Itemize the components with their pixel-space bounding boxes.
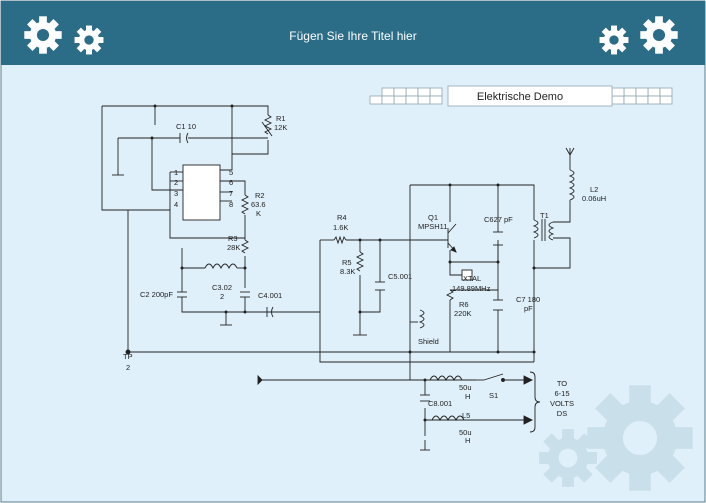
label-c8: C8.001	[428, 399, 452, 408]
label-s1: S1	[489, 391, 498, 400]
label-to: TO	[557, 379, 567, 388]
banner-stripes-left	[369, 87, 443, 105]
label-c7-name: C7 180	[516, 295, 540, 304]
label-tp-value: 2	[126, 363, 130, 372]
label-to-ds: DS	[557, 409, 567, 418]
label-r3-value: 28K	[227, 243, 240, 252]
label-r1-value: 12K	[274, 123, 287, 132]
header-bar	[1, 1, 705, 65]
ic-pin-3: 3	[174, 189, 178, 198]
label-r3-name: R3	[228, 234, 238, 243]
page-title: Fügen Sie Ihre Titel hier	[289, 29, 416, 43]
label-c2: C2 200pF	[140, 290, 173, 299]
ic-pin-6: 6	[229, 178, 233, 187]
label-l5-name: L5	[462, 411, 470, 420]
label-r4-value: 1.6K	[333, 223, 348, 232]
component-labels: C1 10 R1 12K R2 63.6 K R3 28K C2 200pF C…	[123, 114, 606, 445]
label-to-range: 6-15	[554, 389, 569, 398]
label-r4-name: R4	[337, 213, 347, 222]
label-shield: Shield	[418, 337, 439, 346]
label-c3-value: 2	[220, 292, 224, 301]
label-c5: C5.001	[388, 272, 412, 281]
label-r1-name: R1	[276, 114, 286, 123]
label-c6: C627 pF	[484, 215, 513, 224]
label-l5-value: 50u	[459, 428, 472, 437]
label-l2-value: 0.06uH	[582, 194, 606, 203]
ic-chip	[182, 164, 221, 221]
ic-pin-5: 5	[229, 168, 233, 177]
label-xtal-value: 149.89MHz	[452, 284, 491, 293]
ic-pin-4: 4	[174, 200, 178, 209]
label-c4: C4.001	[258, 291, 282, 300]
schematic-components	[112, 114, 575, 451]
label-r2-unit: K	[256, 209, 261, 218]
label-c1: C1 10	[176, 122, 196, 131]
junction-dots	[150, 104, 536, 422]
label-to-volts: VOLTS	[550, 399, 574, 408]
label-q1-value: MPSH11	[418, 222, 447, 231]
label-t1: T1	[540, 211, 549, 220]
banner-stripes-right	[611, 87, 673, 105]
label-l-top-value: 50u	[459, 383, 472, 392]
schematic-wires	[101, 105, 571, 450]
label-l5-unit: H	[465, 436, 470, 445]
label-r6-name: R6	[459, 300, 469, 309]
label-tp-name: TP	[123, 352, 133, 361]
ic-pin-7: 7	[229, 189, 233, 198]
label-l-top-unit: H	[465, 392, 470, 401]
ic-pin-8: 8	[229, 200, 233, 209]
label-r2-name: R2	[255, 191, 265, 200]
label-l2-name: L2	[590, 185, 598, 194]
ic-pin-1: 1	[174, 168, 178, 177]
label-q1-name: Q1	[428, 213, 438, 222]
label-c3-name: C3.02	[212, 283, 232, 292]
label-r5-name: R5	[342, 258, 352, 267]
label-r6-value: 220K	[454, 309, 472, 318]
banner: Elektrische Demo	[369, 85, 673, 107]
banner-title: Elektrische Demo	[477, 91, 563, 103]
label-r2-value: 63.6	[251, 200, 266, 209]
label-c7-value: pF	[524, 304, 533, 313]
label-xtal-name: XTAL	[463, 274, 481, 283]
ic-pin-2: 2	[174, 178, 178, 187]
label-r5-value: 8.3K	[340, 267, 355, 276]
